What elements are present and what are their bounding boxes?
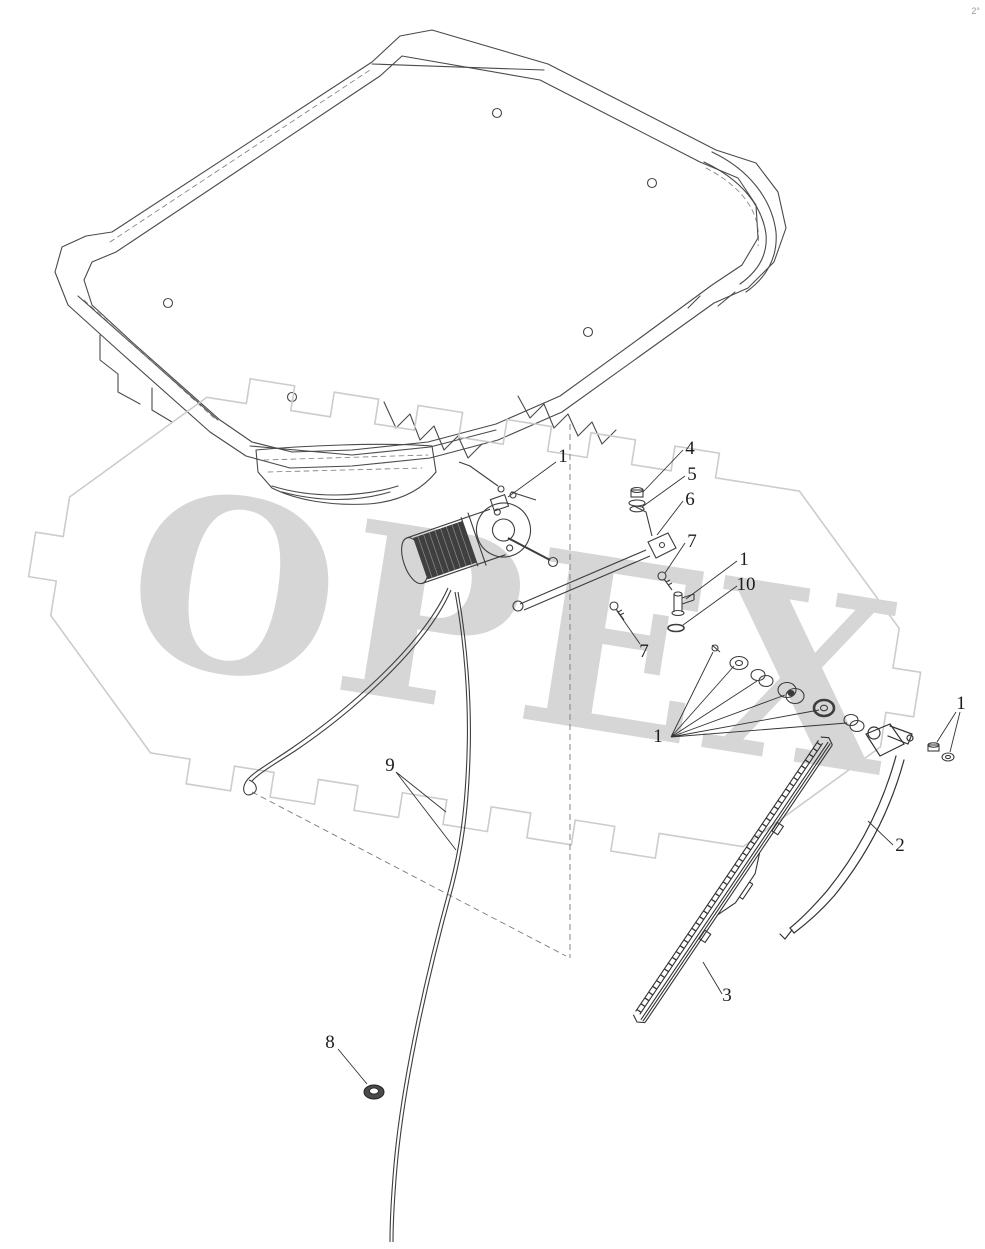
callout-label: 1 [558, 446, 568, 467]
screw-drawing-a [657, 571, 673, 591]
visor-panel-drawing [255, 443, 437, 505]
callout-labels: 1 4 5 6 7 1 10 7 1 1 9 2 3 8 [325, 438, 966, 1053]
o-ring-drawing [667, 623, 685, 633]
watermark-ring [27, 377, 922, 860]
arm-nut-washer-drawing [927, 742, 955, 762]
callout-label: 1 [956, 693, 966, 714]
washer-hose-drawing [243, 587, 471, 1243]
nut-drawing [630, 486, 644, 498]
construction-dashed-lines [251, 424, 571, 958]
callout-label: 10 [737, 574, 756, 595]
wiper-motor-drawing [401, 461, 559, 585]
callout-label: 7 [639, 641, 649, 662]
roof-bolt-holes [162, 107, 658, 403]
wiper-arm-drawing [779, 723, 914, 940]
cab-roof-drawing [54, 29, 787, 505]
callout-label: 6 [685, 489, 695, 510]
roof-dashed-lines [83, 69, 759, 473]
callout-label: 5 [687, 464, 697, 485]
callout-label: 8 [325, 1032, 335, 1053]
callout-label: 1 [653, 726, 663, 747]
callout-label: 9 [385, 755, 395, 776]
callout-label: 3 [722, 985, 732, 1006]
callout-label: 7 [687, 531, 697, 552]
wiper-blade-drawing [632, 736, 833, 1024]
grommet-drawing [363, 1084, 385, 1100]
callout-label: 2 [895, 835, 905, 856]
watermark: OPEX [27, 377, 922, 860]
pivot-hardware-drawing [711, 644, 955, 762]
callout-label: 4 [685, 438, 695, 459]
leader-lines [337, 449, 961, 1085]
washer-drawing [629, 505, 645, 513]
corner-mark: 2° [971, 6, 980, 16]
mount-bracket-drawing [512, 486, 695, 633]
callout-label: 1 [739, 549, 749, 570]
